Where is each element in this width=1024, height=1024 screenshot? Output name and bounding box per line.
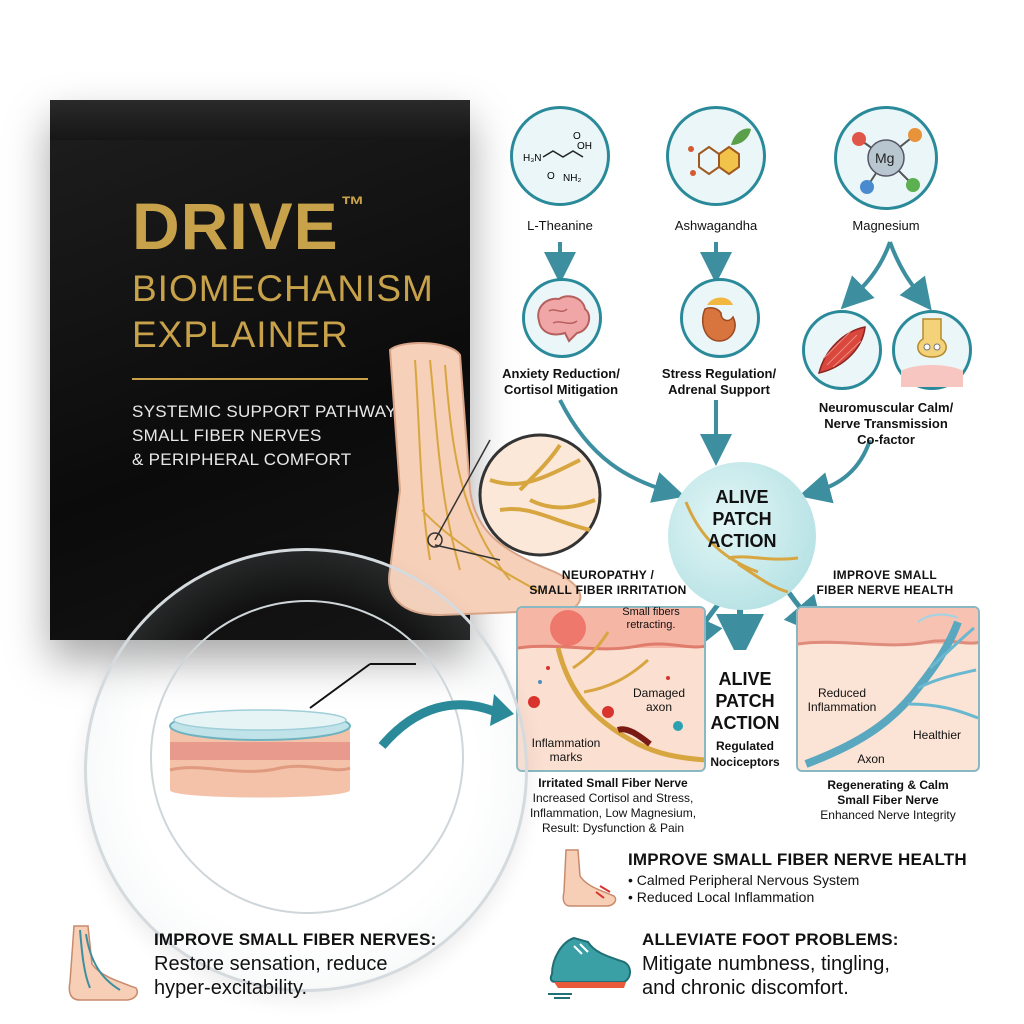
healthy-nerve-illustration xyxy=(798,608,978,768)
benefit-foot-text: Mitigate numbness, tingling,and chronic … xyxy=(642,953,890,999)
svg-text:OH: OH xyxy=(577,141,592,152)
adrenal-gland-icon xyxy=(701,297,736,342)
foot-nerves-icon xyxy=(68,925,138,1001)
ingredient-label-ashwagandha: Ashwagandha xyxy=(674,218,758,233)
callout-axon: Axon xyxy=(857,752,885,766)
improve-panel xyxy=(796,606,980,772)
adrenal-circle xyxy=(680,278,760,358)
synapse-icon xyxy=(901,318,963,387)
benefit-foot-title: ALLEVIATE FOOT PROBLEMS: xyxy=(642,930,899,949)
alive-patch-action-hub xyxy=(668,462,816,610)
alert-icon xyxy=(528,696,540,708)
sneaker-icon xyxy=(548,936,631,999)
svg-text:H₃N: H₃N xyxy=(523,153,542,164)
svg-text:NH₂: NH₂ xyxy=(563,173,581,184)
patch-to-nerve-arrow xyxy=(378,694,514,749)
effect-label-stress: Stress Regulation/Adrenal Support xyxy=(661,366,777,397)
effect-label-anxiety: Anxiety Reduction/Cortisol Mitigation xyxy=(502,366,620,397)
molecule-icon: H₃N OH O NH₂ O xyxy=(523,131,592,184)
neuropathy-caption: Irritated Small Fiber Nerve Increased Co… xyxy=(529,776,697,835)
patch-layers-illustration xyxy=(169,663,416,798)
magnesium-symbol: Mg xyxy=(875,150,894,166)
patch-lens-inner xyxy=(150,600,464,914)
pathway-line3: & PERIPHERAL COMFORT xyxy=(132,450,352,469)
box-divider xyxy=(132,378,368,380)
l-theanine-circle: H₃N OH O NH₂ O xyxy=(510,106,610,206)
ingredient-label-l-theanine: L-Theanine xyxy=(527,218,593,233)
box-pathway-text: SYSTEMIC SUPPORT PATHWAY: SMALL FIBER NE… xyxy=(132,400,401,472)
ashwagandha-circle xyxy=(666,106,766,206)
box-subtitle-line1: BIOMECHANISM xyxy=(132,268,434,309)
benefit-nerves-title: IMPROVE SMALL FIBER NERVES: xyxy=(154,930,437,949)
irritated-nerve-illustration xyxy=(518,608,704,763)
benefit-health-bullets: • Calmed Peripheral Nervous System • Red… xyxy=(628,872,860,905)
improve-caption: Regenerating & Calm Small Fiber Nerve En… xyxy=(820,778,956,822)
svg-text:O: O xyxy=(547,171,555,182)
nerve-zoom-callout xyxy=(434,433,602,561)
brain-icon xyxy=(537,295,591,343)
pathway-line2: SMALL FIBER NERVES xyxy=(132,426,322,445)
magnesium-circle: Mg xyxy=(834,106,938,210)
neuropathy-header: NEUROPATHY /SMALL FIBER IRRITATION xyxy=(529,568,687,597)
ingredient-label-magnesium: Magnesium xyxy=(852,218,920,233)
nerve-in-hub xyxy=(684,501,799,594)
brand-title: DRIVETM™ xyxy=(132,189,366,263)
benefit-health-title: IMPROVE SMALL FIBER NERVE HEALTH xyxy=(628,850,967,869)
muscle-circle xyxy=(802,310,882,390)
callout-healthier: Healthier xyxy=(912,728,962,742)
box-subtitle-line2: EXPLAINER xyxy=(132,314,349,355)
brain-circle xyxy=(522,278,602,358)
foot-pain-icon xyxy=(562,849,617,907)
synapse-circle xyxy=(892,310,972,390)
product-box-top xyxy=(50,100,470,140)
magnesium-atom-icon: Mg xyxy=(852,128,922,194)
muscle-icon xyxy=(817,326,866,375)
pathway-line1: SYSTEMIC SUPPORT PATHWAY: xyxy=(132,402,401,421)
herb-molecule-icon xyxy=(688,128,751,176)
box-subtitle: BIOMECHANISM EXPLAINER xyxy=(132,266,434,358)
neuropathy-panel xyxy=(516,606,706,772)
svg-text:O: O xyxy=(573,131,581,142)
